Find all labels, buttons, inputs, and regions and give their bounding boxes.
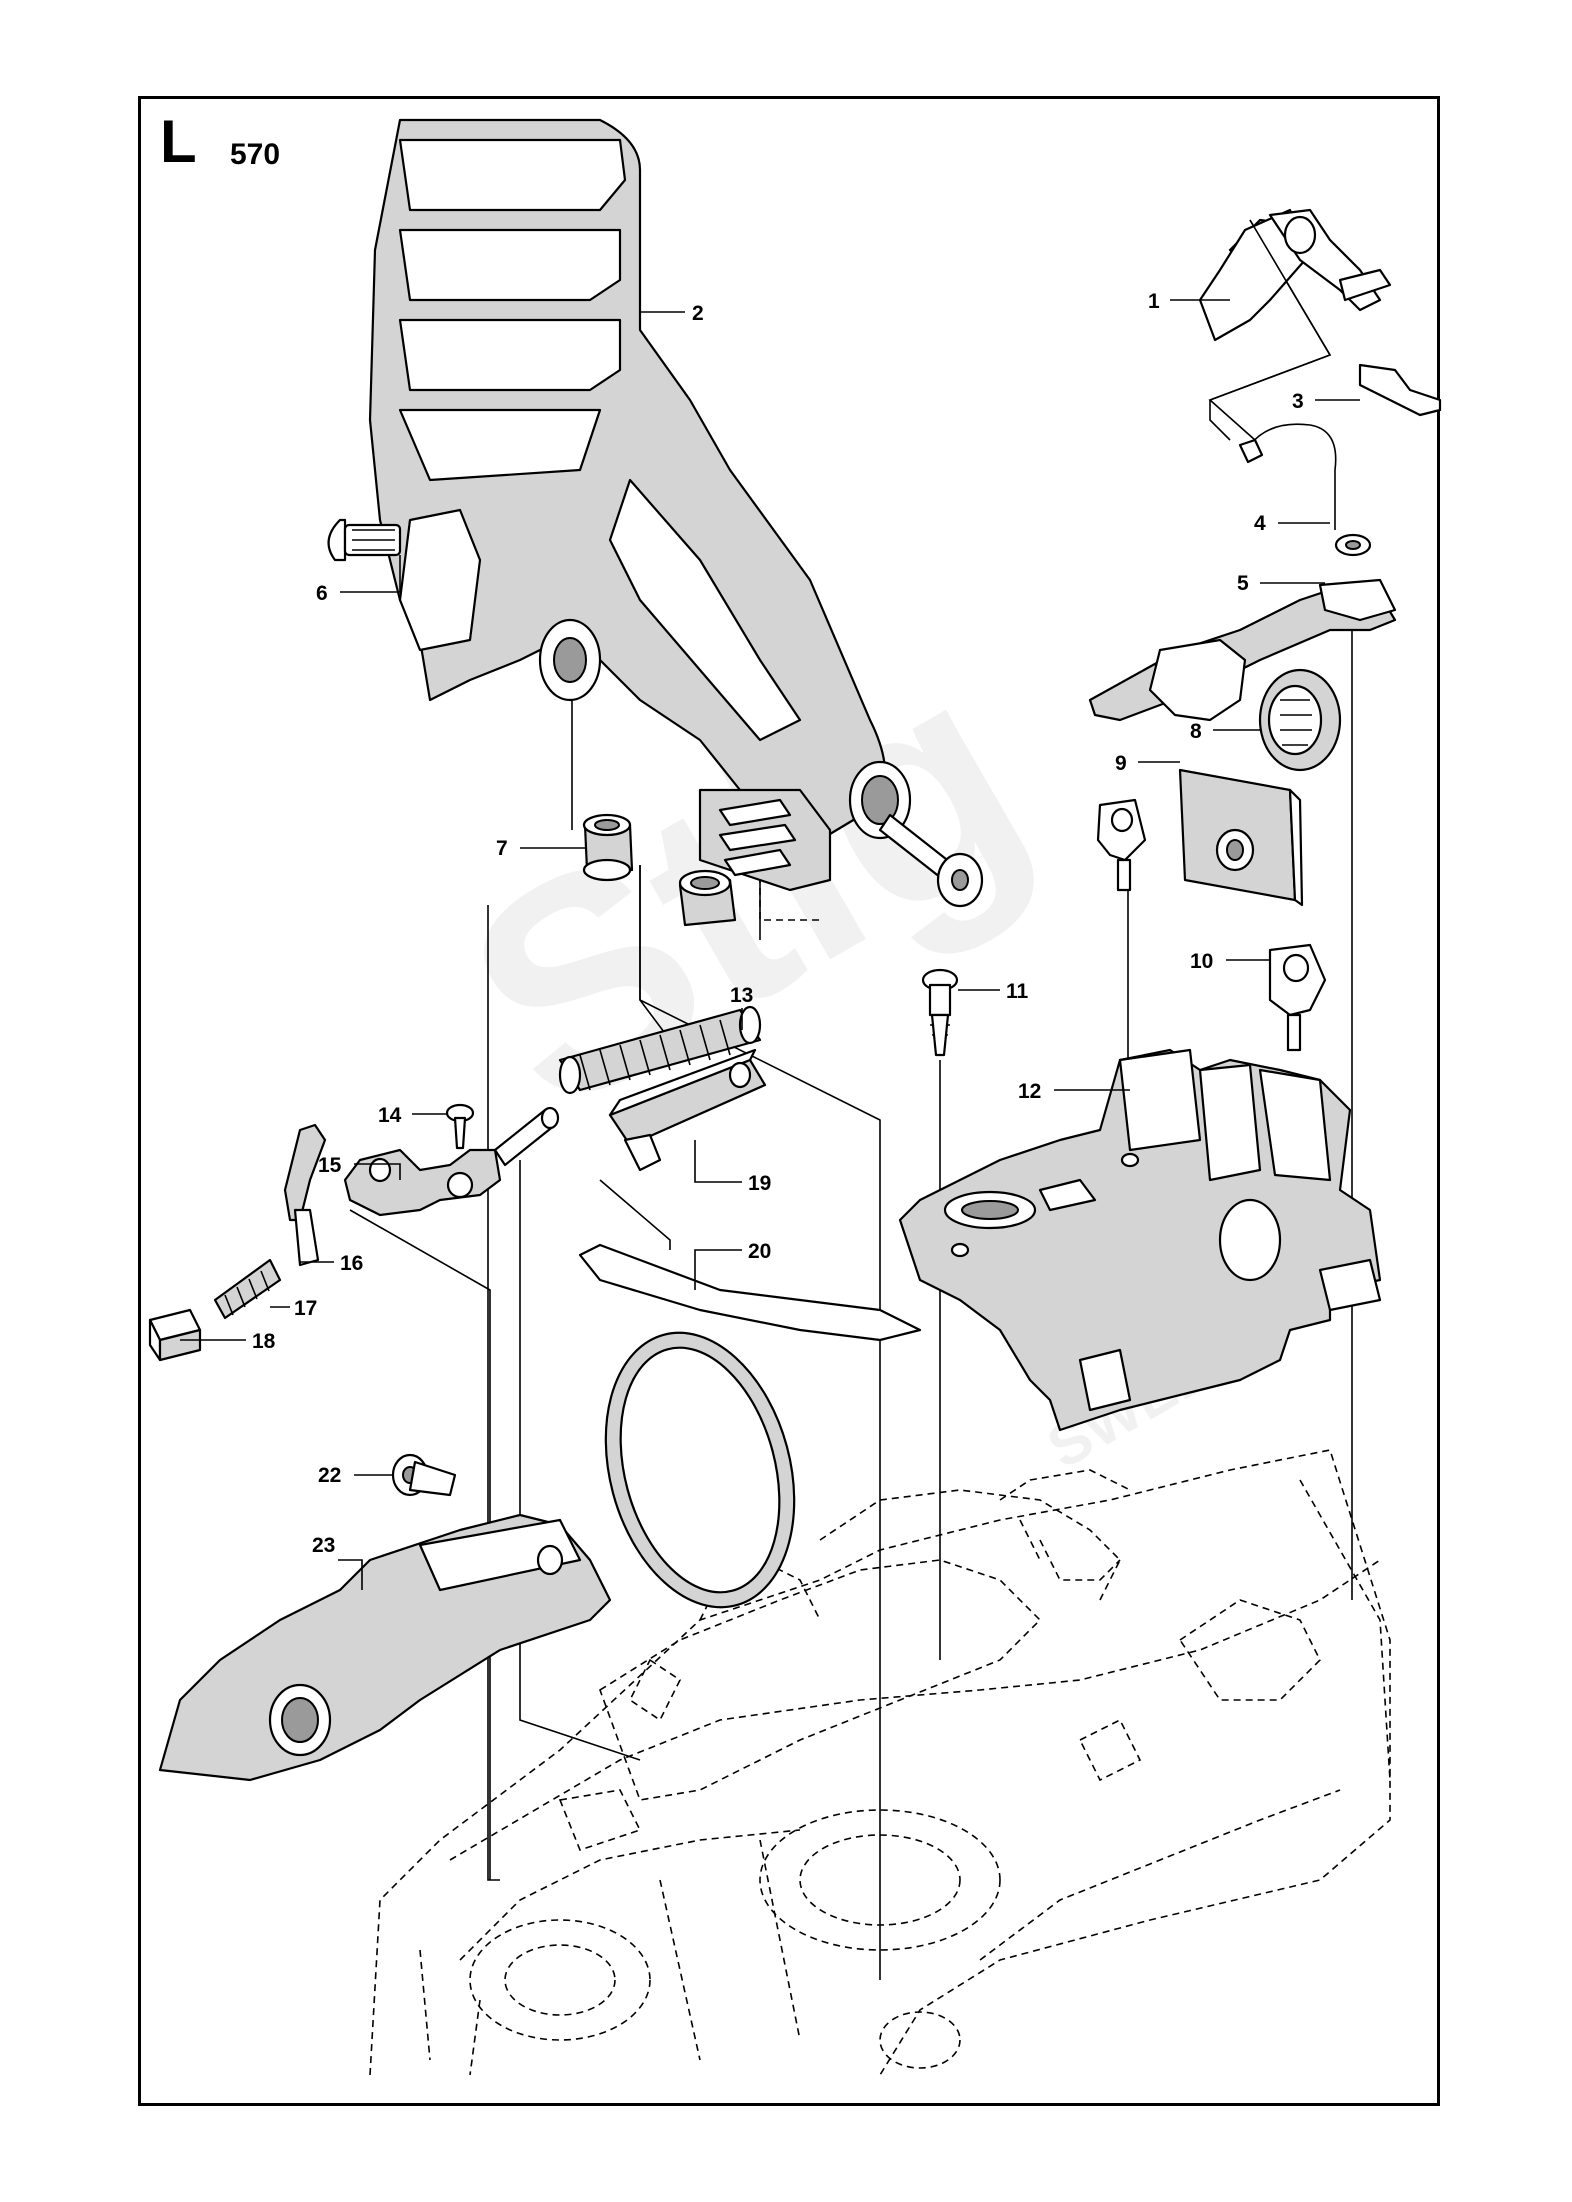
label-8: 8 bbox=[1190, 720, 1262, 743]
part-16-trigger bbox=[283, 1123, 327, 1267]
sleeve-bushing bbox=[678, 869, 737, 927]
part-22-screw bbox=[391, 1453, 457, 1497]
part-9-plug bbox=[1096, 798, 1147, 892]
label-16: 16 bbox=[300, 1252, 363, 1275]
svg-text:19: 19 bbox=[748, 1172, 771, 1195]
label-3: 3 bbox=[1292, 390, 1360, 413]
svg-text:1: 1 bbox=[1148, 290, 1160, 313]
svg-text:7: 7 bbox=[496, 837, 508, 860]
part-13-spring bbox=[558, 1005, 762, 1095]
part-23-cover-plate bbox=[158, 1513, 612, 1782]
handle-screw bbox=[878, 813, 984, 908]
label-14: 14 bbox=[378, 1104, 448, 1127]
label-17: 17 bbox=[270, 1297, 317, 1320]
part-20-brake-band bbox=[578, 1243, 922, 1609]
part-8-coil bbox=[1258, 668, 1342, 772]
part-5-brake-arm bbox=[1088, 578, 1397, 722]
svg-text:3: 3 bbox=[1292, 390, 1304, 413]
svg-text:23: 23 bbox=[312, 1534, 335, 1557]
part-3-spring-clip bbox=[1209, 219, 1442, 417]
part-19-spring-cover bbox=[608, 1048, 767, 1172]
label-19: 19 bbox=[694, 1140, 771, 1195]
part-7-bushing bbox=[582, 813, 634, 882]
label-6: 6 bbox=[316, 555, 401, 605]
label-7: 7 bbox=[496, 837, 585, 860]
svg-text:5: 5 bbox=[1237, 572, 1249, 595]
part-14-screw bbox=[445, 1103, 475, 1150]
label-5: 5 bbox=[1237, 572, 1325, 595]
svg-text:16: 16 bbox=[340, 1252, 363, 1275]
svg-text:14: 14 bbox=[378, 1104, 402, 1127]
model-number: 570 bbox=[230, 138, 281, 171]
part-12-housing bbox=[898, 1048, 1382, 1432]
section-letter: L bbox=[160, 108, 197, 175]
svg-text:13: 13 bbox=[730, 984, 753, 1007]
label-18: 18 bbox=[180, 1330, 276, 1353]
label-13: 13 bbox=[730, 984, 753, 1030]
svg-text:2: 2 bbox=[692, 302, 704, 325]
part-18-block bbox=[148, 1308, 202, 1362]
label-10: 10 bbox=[1190, 950, 1270, 973]
svg-text:18: 18 bbox=[252, 1330, 276, 1353]
part-10-plug bbox=[1268, 943, 1327, 1052]
label-15: 15 bbox=[318, 1154, 401, 1180]
part-11-screw bbox=[921, 968, 959, 1057]
label-4: 4 bbox=[1254, 512, 1330, 535]
label-11: 11 bbox=[958, 980, 1029, 1003]
crankcase-outline bbox=[369, 1449, 1391, 2076]
svg-text:12: 12 bbox=[1018, 1080, 1041, 1103]
label-1: 1 bbox=[1148, 290, 1230, 313]
label-22: 22 bbox=[318, 1464, 392, 1487]
part-9-module bbox=[1178, 768, 1304, 907]
svg-text:22: 22 bbox=[318, 1464, 341, 1487]
part-17-spring bbox=[213, 1258, 282, 1320]
part-15-lever bbox=[343, 1106, 560, 1217]
part-1-brake-lever bbox=[1198, 208, 1392, 342]
svg-text:8: 8 bbox=[1190, 720, 1202, 743]
svg-text:11: 11 bbox=[1006, 980, 1029, 1003]
svg-text:6: 6 bbox=[316, 582, 328, 605]
part-2-chain-brake-handle bbox=[368, 118, 912, 892]
svg-text:10: 10 bbox=[1190, 950, 1213, 973]
label-20: 20 bbox=[694, 1240, 771, 1290]
part-6-screw bbox=[327, 518, 402, 562]
svg-text:17: 17 bbox=[294, 1297, 317, 1320]
svg-text:20: 20 bbox=[748, 1240, 771, 1263]
label-9: 9 bbox=[1115, 752, 1180, 775]
svg-text:9: 9 bbox=[1115, 752, 1127, 775]
svg-text:15: 15 bbox=[318, 1154, 342, 1177]
svg-text:4: 4 bbox=[1254, 512, 1266, 535]
label-2: 2 bbox=[640, 302, 704, 325]
label-23: 23 bbox=[312, 1534, 363, 1590]
part-4-wire bbox=[1238, 423, 1372, 557]
diagram-frame bbox=[138, 96, 1440, 2106]
label-12: 12 bbox=[1018, 1080, 1130, 1103]
